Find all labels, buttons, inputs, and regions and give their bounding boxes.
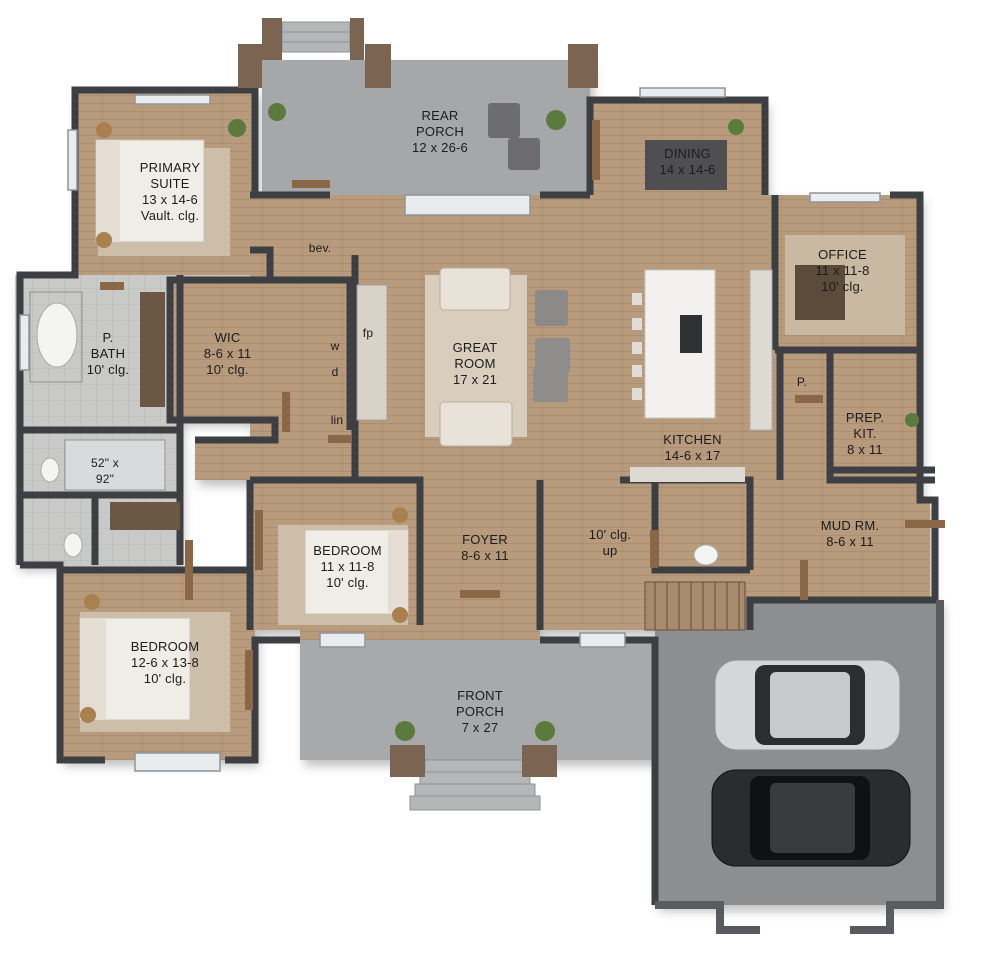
dryer-tag: d (331, 365, 339, 379)
bedroom3-name: BEDROOM (130, 639, 200, 654)
front-porch-label: FRONT PORCH 7 x 27 (440, 688, 520, 736)
stair-dir: up (602, 543, 618, 558)
front-porch-size: 7 x 27 (461, 720, 499, 735)
rear-porch-size: 12 x 26-6 (411, 140, 468, 155)
office-note: 10' clg. (821, 279, 864, 294)
office-desk (795, 265, 845, 320)
prep-kit-name: PREP. (845, 410, 885, 425)
stair-note: 10' clg. (588, 527, 632, 542)
pbath-name2: BATH (90, 346, 126, 361)
bedroom2-name: BEDROOM (313, 543, 382, 558)
rear-porch-name: REAR (421, 108, 459, 123)
mud-rm-name: MUD RM. (820, 518, 880, 533)
wic-label: WIC 8-6 x 11 10' clg. (180, 330, 275, 378)
primary-suite-name: PRIMARY (139, 160, 201, 175)
windows (19, 87, 881, 772)
dining-size: 14 x 14-6 (659, 162, 716, 177)
great-room-name2: ROOM (454, 356, 496, 371)
fp-tag: fp (362, 326, 374, 340)
kitchen-size: 14-6 x 17 (664, 448, 721, 463)
pbath-label: P. BATH 10' clg. (78, 330, 138, 378)
office-label: OFFICE 11 x 11-8 10' clg. (795, 247, 890, 295)
bedroom3-note: 10' clg. (143, 671, 187, 686)
furniture (29, 18, 945, 867)
bedroom3-size: 12-6 x 13-8 (131, 655, 199, 670)
shower-size-line1: 52" x (91, 456, 119, 470)
prep-kit-size: 8 x 11 (847, 442, 883, 457)
mud-rm-label: MUD RM. 8-6 x 11 (805, 518, 895, 550)
wic-size: 8-6 x 11 (203, 346, 252, 361)
rear-porch-label: REAR PORCH 12 x 26-6 (400, 108, 480, 156)
car-black (711, 769, 911, 867)
office-name: OFFICE (818, 247, 867, 262)
dining-name: DINING (664, 146, 711, 161)
office-size: 11 x 11-8 (815, 263, 870, 278)
bev-tag: bev. (308, 241, 332, 255)
great-room-size: 17 x 21 (452, 372, 498, 387)
rear-porch-name2: PORCH (416, 124, 464, 139)
primary-suite-size: 13 x 14-6 (141, 192, 198, 207)
front-porch-floor (300, 640, 655, 760)
pbath-note: 10' clg. (86, 362, 130, 377)
kitchen-name: KITCHEN (663, 432, 722, 447)
bedroom2-note: 10' clg. (326, 575, 369, 590)
dining-label: DINING 14 x 14-6 (640, 146, 735, 178)
mud-rm-size: 8-6 x 11 (826, 534, 874, 549)
linen-tag: lin (330, 413, 344, 427)
front-porch-name: FRONT (457, 688, 503, 703)
foyer-label: FOYER 8-6 x 11 (440, 532, 530, 564)
stair-label: 10' clg. up (570, 527, 650, 559)
foyer-size: 8-6 x 11 (461, 548, 509, 563)
bedroom3-label: BEDROOM 12-6 x 13-8 10' clg. (110, 639, 220, 687)
garage-walls (655, 600, 944, 934)
car-white (714, 659, 901, 751)
primary-suite-name2: SUITE (150, 176, 190, 191)
fireplace (356, 284, 388, 421)
wic-note: 10' clg. (206, 362, 249, 377)
washer-tag: w (330, 339, 340, 353)
kitchen-label: KITCHEN 14-6 x 17 (645, 432, 740, 464)
wic-name: WIC (214, 330, 241, 345)
front-steps (409, 759, 541, 811)
great-room-label: GREAT ROOM 17 x 21 (435, 340, 515, 388)
shower-size-tag: 52" x 92" (80, 455, 130, 487)
great-room-name: GREAT (452, 340, 498, 355)
bathtub (36, 302, 78, 368)
front-porch-name2: PORCH (456, 704, 504, 719)
rear-steps (281, 21, 351, 53)
stairs (644, 581, 746, 631)
dining-table (645, 140, 727, 190)
prep-kit-name2: KIT. (853, 426, 877, 441)
foyer-name: FOYER (462, 532, 508, 547)
primary-suite-label: PRIMARY SUITE 13 x 14-6 Vault. clg. (120, 160, 220, 224)
wic-floor (170, 280, 275, 420)
prep-kit-label: PREP. KIT. 8 x 11 (830, 410, 900, 458)
pbath-name: P. (102, 330, 114, 345)
bedroom2-label: BEDROOM 11 x 11-8 10' clg. (300, 543, 395, 591)
pantry-tag: P. (796, 375, 808, 389)
shower-size-line2: 92" (95, 472, 115, 486)
primary-suite-note: Vault. clg. (140, 208, 200, 223)
bedroom2-size: 11 x 11-8 (320, 559, 375, 574)
